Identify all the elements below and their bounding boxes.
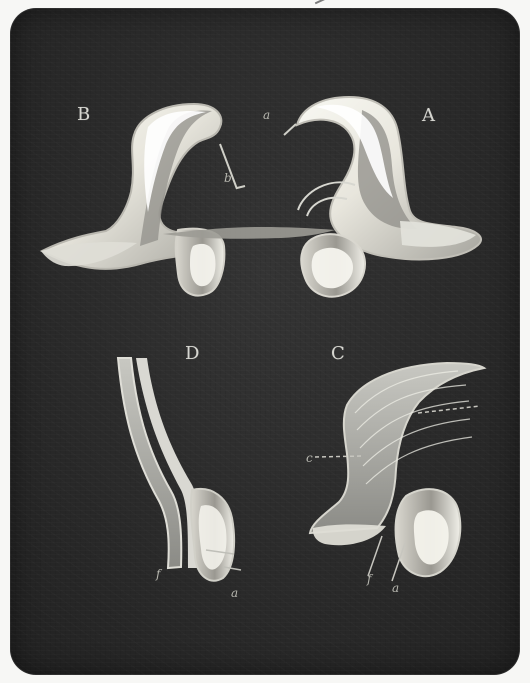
figure-b-short-pointer [237, 186, 245, 188]
figure-c-base-shadow [313, 524, 386, 545]
anatomical-plate: B A D C a b c f a f a [10, 8, 520, 675]
figure-b-lower-bone-highlight [190, 244, 216, 286]
figure-label-d: D [185, 345, 199, 363]
small-label-b-upper: b [224, 172, 232, 184]
figure-label-a: A [422, 107, 435, 125]
small-label-a-upper: a [263, 109, 270, 121]
figure-label-c: C [331, 345, 345, 363]
small-label-c-lower: c [306, 452, 313, 464]
figure-label-b: B [77, 106, 90, 124]
figure-d [118, 358, 241, 581]
small-label-a-lower-right: a [392, 582, 399, 594]
figure-c-pointer-lower-left [368, 536, 382, 576]
figure-a-pointer [284, 124, 296, 135]
figure-c [310, 363, 484, 581]
small-label-a-lower-left: a [231, 587, 238, 599]
figure-c-pointer-top [418, 406, 480, 413]
figure-b [41, 104, 245, 296]
small-label-f-lower-right: f [367, 573, 371, 585]
small-label-f-lower-left: f [156, 568, 160, 580]
figure-a [284, 97, 481, 297]
